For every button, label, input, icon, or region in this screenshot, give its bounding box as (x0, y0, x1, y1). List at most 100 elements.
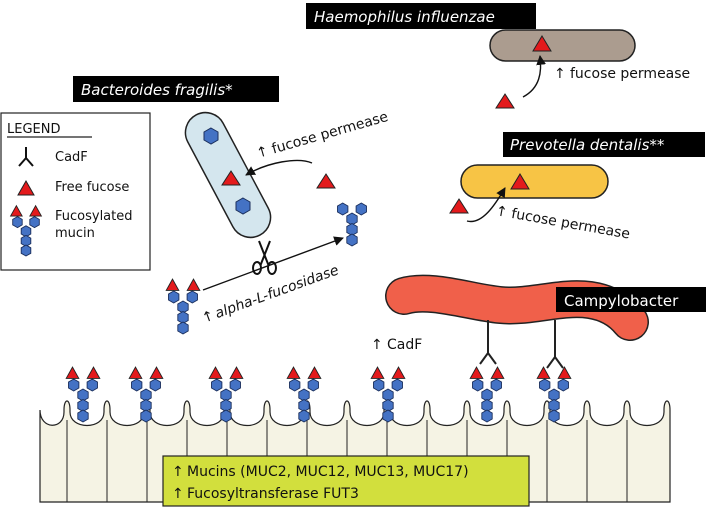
legend: LEGEND CadF Free fucose Fucosylated muci… (0, 112, 151, 271)
haemophilus-permease-label: fucose permease (570, 66, 690, 82)
scissors-icon (252, 240, 277, 275)
mucin-glyph (286, 366, 322, 423)
haemophilus-label: Haemophilus influenzae (314, 8, 495, 26)
legend-item-fucosylated: Fucosylated (55, 209, 133, 224)
fucose-icon (208, 366, 223, 379)
uptake-arrow (522, 55, 546, 98)
hexagon-icon (203, 127, 219, 145)
fut3-label: Fucosyltransferase FUT3 (187, 486, 359, 502)
prevotella-label: Prevotella dentalis** (510, 136, 665, 154)
hexagon-icon (20, 244, 32, 257)
fucose-icon (229, 366, 244, 379)
fucosylated-mucin-legend-icon (9, 204, 43, 257)
hexagon-icon (168, 290, 180, 304)
hexagon-icon (149, 378, 161, 392)
hexagon-icon (229, 378, 241, 392)
haemophilus-label-bg (306, 3, 536, 29)
fucose-icon (307, 366, 322, 379)
up-arrow: ↑ (172, 486, 184, 502)
hexagon-icon (220, 409, 232, 423)
legend-item-cadf: CadF (55, 150, 88, 165)
mucin-glyph (65, 366, 101, 423)
hexagon-icon (337, 202, 349, 216)
uptake-arrow (466, 187, 506, 223)
hexagon-icon (481, 409, 493, 423)
hexagon-icon (211, 378, 223, 392)
campylobacter: Campylobacter ↑ CadF (371, 274, 706, 369)
free-fucose (316, 173, 336, 189)
free-fucose (510, 173, 530, 190)
fucosidase-up-arrow: ↑ (200, 308, 216, 327)
cadf-up-arrow: ↑ (371, 337, 383, 353)
free-fucose (495, 93, 515, 109)
hexagon-icon (77, 409, 89, 423)
fucose-icon (490, 366, 505, 379)
defucosylated-mucin (337, 202, 367, 247)
hexagon-icon (177, 321, 189, 335)
campylobacter-label: Campylobacter (564, 292, 679, 310)
fucose-icon (391, 366, 406, 379)
hexagon-icon (289, 378, 301, 392)
mucin-row (65, 366, 572, 423)
hexagon-icon (490, 378, 502, 392)
fucose-icon (186, 278, 201, 291)
prevotella-permease-label: fucose permease (510, 206, 631, 243)
prevotella-cell (460, 164, 609, 199)
hexagon-icon (391, 378, 403, 392)
free-fucose (221, 170, 241, 186)
bacteroides-permease-label: fucose permease (270, 109, 390, 158)
fucose-icon (29, 204, 43, 217)
hexagon-icon (548, 409, 560, 423)
legend-title: LEGEND (7, 122, 60, 137)
hexagon-icon (472, 378, 484, 392)
bacteroides-label-bg (73, 76, 279, 102)
hexagon-icon (12, 216, 23, 229)
hexagon-icon (298, 409, 310, 423)
haemophilus-cell (489, 29, 636, 62)
permease-up-arrow: ↑ (494, 203, 508, 221)
hexagon-icon (68, 378, 80, 392)
fucose-icon (286, 366, 301, 379)
up-arrow: ↑ (172, 464, 184, 480)
hexagon-icon (29, 216, 40, 229)
hexagon-icon (355, 202, 367, 216)
mucins-label: Mucins (MUC2, MUC12, MUC13, MUC17) (187, 464, 469, 480)
fucose-icon (9, 204, 23, 217)
fucosidase-arrow (202, 236, 344, 291)
uptake-arrow (245, 159, 313, 176)
hexagon-icon (140, 409, 152, 423)
hexagon-icon (539, 378, 551, 392)
hexagon-icon (131, 378, 143, 392)
fucosidase-label: alpha-L-fucosidase (213, 262, 341, 322)
mucin-glyph (469, 366, 505, 423)
cadf-adhesin (479, 320, 564, 369)
hexagon-icon (235, 197, 251, 215)
host-expression-box: ↑ Mucins (MUC2, MUC12, MUC13, MUC17) ↑ F… (162, 455, 530, 507)
fucose-icon (65, 366, 80, 379)
cadf-legend-icon (18, 147, 34, 167)
mucin-glyph (9, 204, 43, 257)
mucin-glyph (208, 366, 244, 423)
fucose-icon (149, 366, 164, 379)
permease-up-arrow: ↑ (255, 143, 271, 162)
fucose-icon (536, 366, 551, 379)
free-fucose (532, 35, 552, 52)
legend-item-mucin: mucin (55, 226, 95, 241)
bacteroides-label: Bacteroides fragilis* (81, 81, 233, 99)
haemophilus-influenzae: Haemophilus influenzae ↑ fucose permease (306, 3, 690, 109)
mucin-glyph (536, 366, 572, 423)
free-fucose (449, 198, 469, 214)
mucin-glyph (165, 278, 201, 335)
fucose-icon (165, 278, 180, 291)
campylobacter-label-bg (556, 287, 706, 312)
hexagon-icon (86, 378, 98, 392)
mucin-glyph (337, 202, 367, 247)
hexagon-icon (382, 409, 394, 423)
hexagon-icon (373, 378, 385, 392)
permease-up-arrow: ↑ (554, 66, 566, 82)
fucose-icon (469, 366, 484, 379)
prevotella-dentalis: Prevotella dentalis** ↑ fucose permease (449, 132, 705, 243)
prevotella-label-bg (503, 132, 705, 157)
hexagon-icon (557, 378, 569, 392)
